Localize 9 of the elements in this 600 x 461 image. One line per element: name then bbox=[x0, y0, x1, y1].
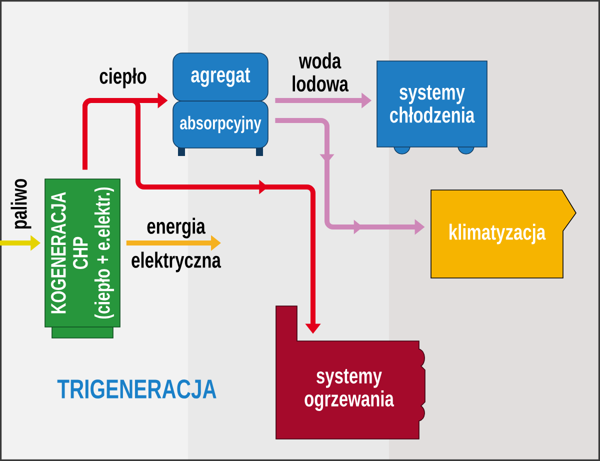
cooling-box: systemy chłodzenia bbox=[376, 60, 488, 154]
air-conditioner-box: klimatyzacja bbox=[430, 190, 576, 278]
edge-label: energia elektryczna bbox=[132, 218, 222, 272]
chiller-unit: agregat absorpcyjny bbox=[172, 52, 268, 156]
generator-box: KOGENERACJA CHP (ciepło + e.elektr.) bbox=[44, 178, 120, 338]
edge-label: woda lodowa bbox=[284, 51, 356, 93]
title: TRIGENERACJA bbox=[57, 379, 216, 399]
edge-label: paliwo bbox=[10, 177, 32, 231]
edge-label: ciepło bbox=[98, 66, 148, 90]
